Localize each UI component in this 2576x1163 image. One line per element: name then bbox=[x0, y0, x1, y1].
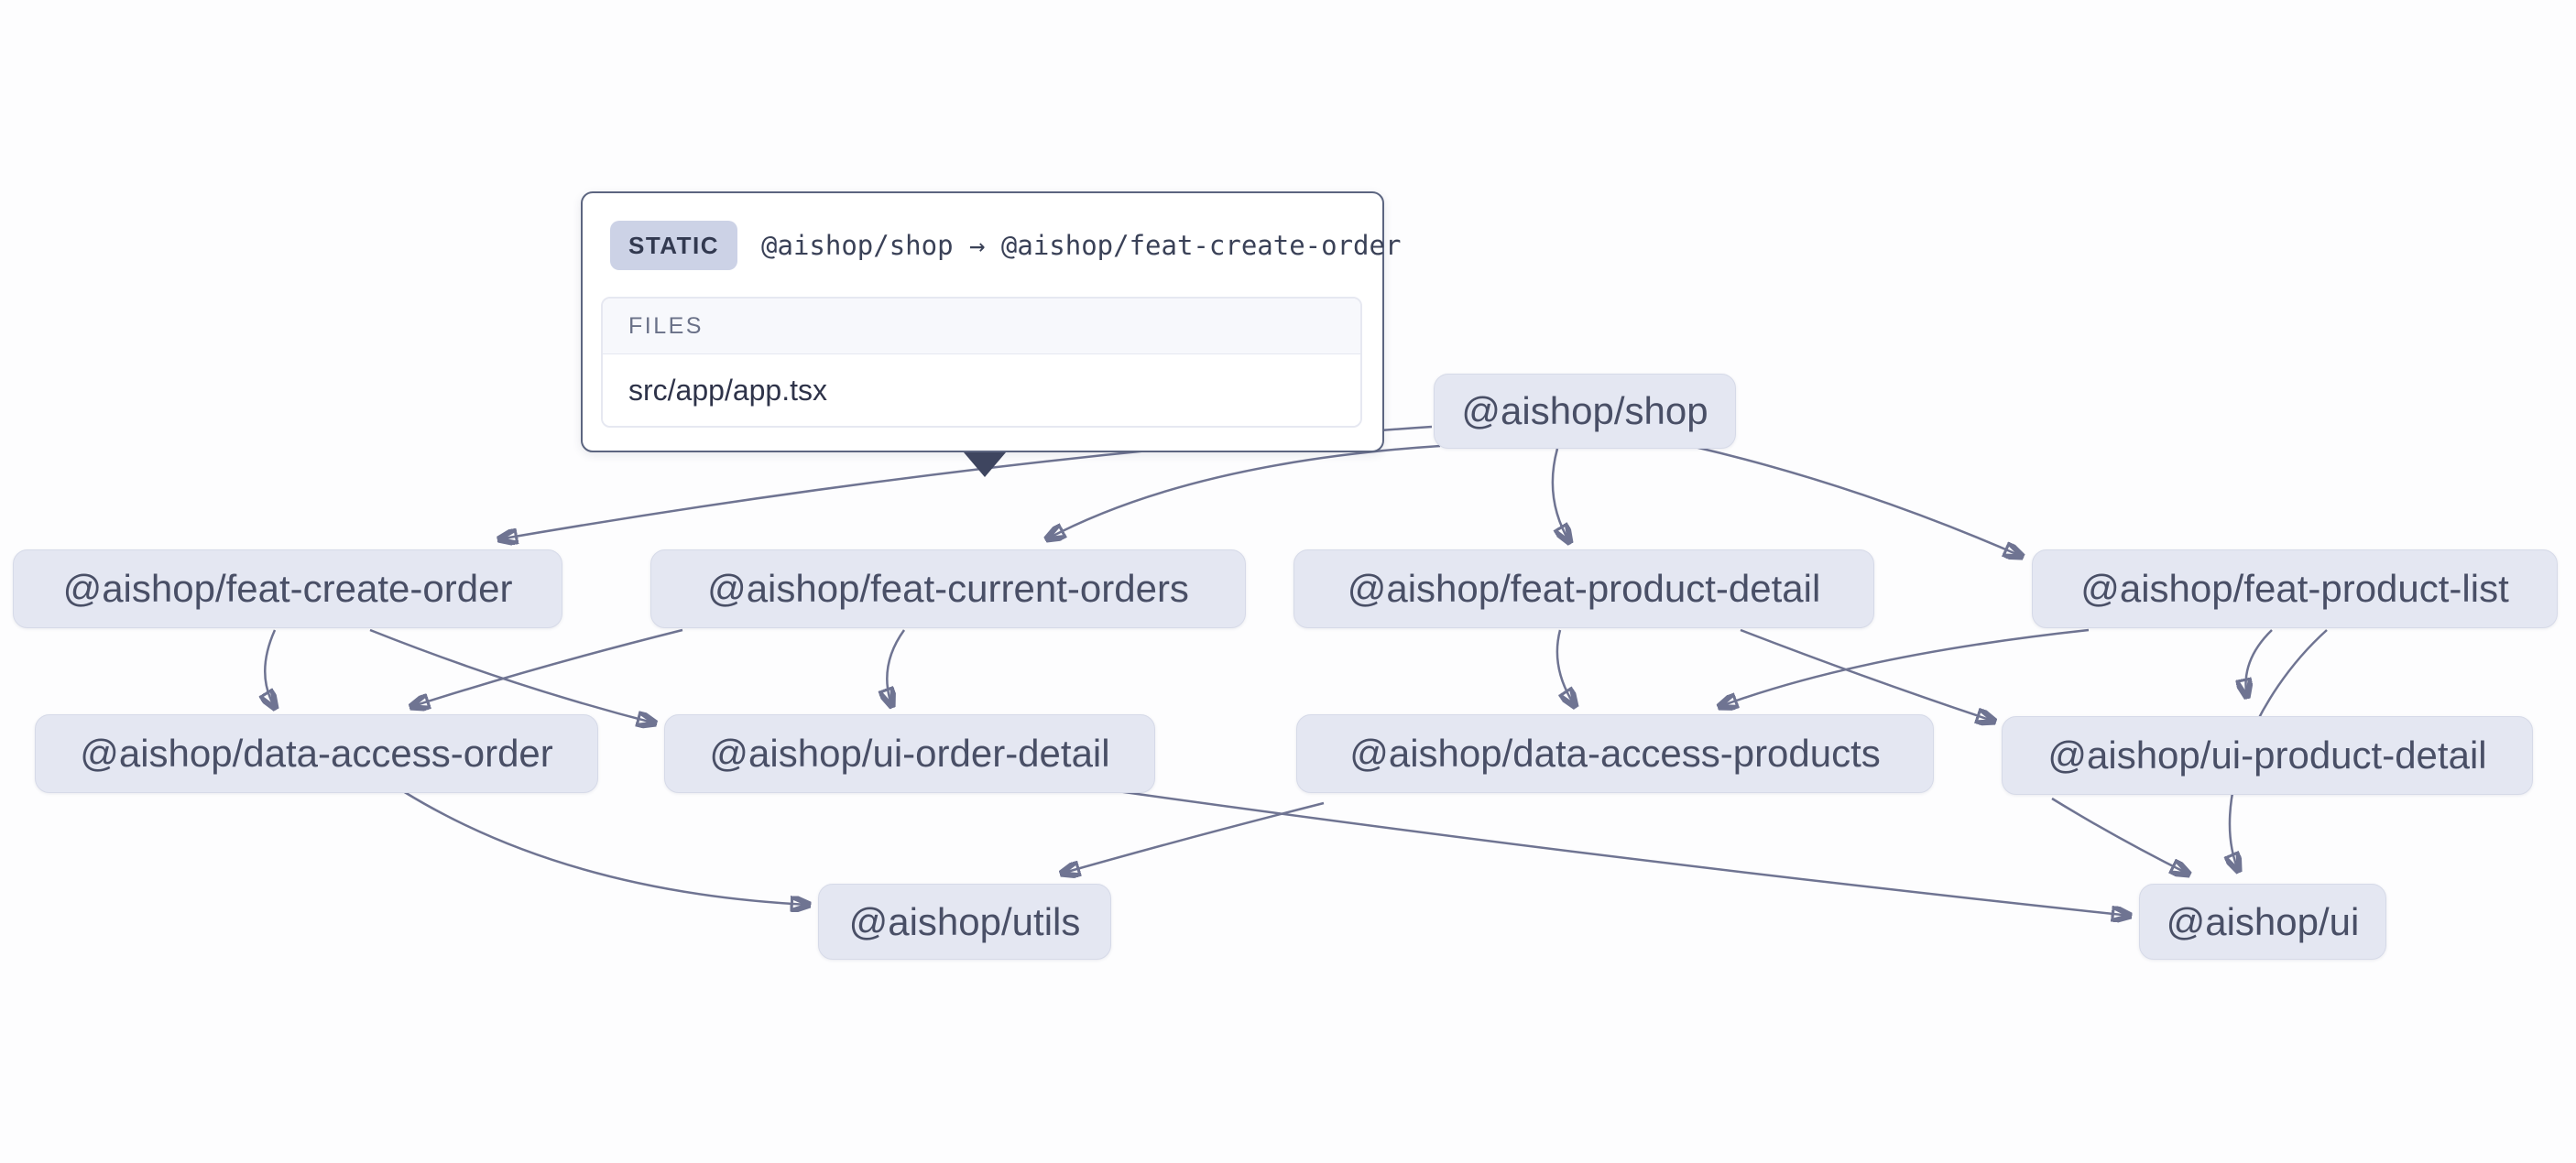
graph-node-utils[interactable]: @aishop/utils bbox=[818, 884, 1111, 960]
graph-edge-feat-product-list-to-data-access-products[interactable] bbox=[1719, 628, 2090, 707]
graph-edge-feat-product-detail-to-data-access-products[interactable] bbox=[1555, 629, 1576, 707]
edge-tooltip: STATIC @aishop/shop → @aishop/feat-creat… bbox=[581, 191, 1401, 477]
graph-edge-shop-to-feat-product-detail[interactable] bbox=[1551, 448, 1570, 543]
graph-edge-feat-create-order-to-data-access-order[interactable] bbox=[265, 629, 276, 709]
graph-edge-ui-order-detail-to-ui[interactable] bbox=[1117, 789, 2131, 916]
edge-type-badge: STATIC bbox=[610, 221, 738, 270]
graph-node-feat-current-orders[interactable]: @aishop/feat-current-orders bbox=[650, 549, 1246, 628]
edge-tooltip-header: STATIC @aishop/shop → @aishop/feat-creat… bbox=[583, 193, 1401, 270]
graph-edge-feat-product-list-to-ui-product-detail[interactable] bbox=[2246, 629, 2273, 698]
graph-edge-data-access-products-to-utils[interactable] bbox=[1061, 801, 1325, 874]
edge-files-box: FILES src/app/app.tsx bbox=[601, 297, 1362, 428]
edge-files-header: FILES bbox=[603, 299, 1360, 354]
graph-node-ui-product-detail[interactable]: @aishop/ui-product-detail bbox=[2002, 716, 2533, 795]
edge-tooltip-title: @aishop/shop → @aishop/feat-create-order bbox=[761, 230, 1402, 261]
graph-node-ui[interactable]: @aishop/ui bbox=[2139, 884, 2386, 960]
graph-edge-feat-create-order-to-ui-order-detail[interactable] bbox=[369, 628, 656, 723]
graph-node-data-access-products[interactable]: @aishop/data-access-products bbox=[1296, 714, 1934, 793]
graph-edge-shop-to-feat-product-list[interactable] bbox=[1694, 445, 2023, 557]
graph-node-feat-create-order[interactable]: @aishop/feat-create-order bbox=[13, 549, 562, 628]
tooltip-caret-icon bbox=[964, 452, 1006, 477]
graph-edge-ui-product-detail-to-ui[interactable] bbox=[2051, 797, 2189, 875]
graph-node-data-access-order[interactable]: @aishop/data-access-order bbox=[35, 714, 598, 793]
graph-edge-data-access-order-to-utils[interactable] bbox=[402, 789, 810, 905]
graph-node-ui-order-detail[interactable]: @aishop/ui-order-detail bbox=[664, 714, 1155, 793]
graph-node-shop[interactable]: @aishop/shop bbox=[1434, 374, 1736, 449]
graph-edge-feat-current-orders-to-ui-order-detail[interactable] bbox=[887, 629, 906, 707]
graph-node-feat-product-detail[interactable]: @aishop/feat-product-detail bbox=[1293, 549, 1874, 628]
edge-file-item[interactable]: src/app/app.tsx bbox=[603, 354, 1360, 426]
graph-edge-feat-current-orders-to-data-access-order[interactable] bbox=[410, 628, 683, 707]
graph-node-feat-product-list[interactable]: @aishop/feat-product-list bbox=[2032, 549, 2558, 628]
graph-edge-feat-product-detail-to-ui-product-detail[interactable] bbox=[1740, 628, 1995, 722]
